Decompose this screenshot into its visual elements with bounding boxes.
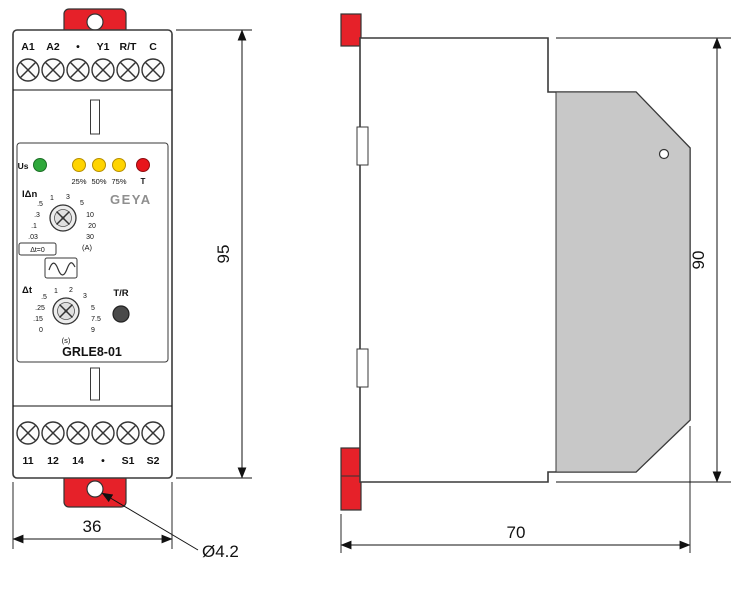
terminal-label: 12 (47, 455, 59, 467)
terminal-label: R/T (120, 41, 138, 53)
time-dial-unit: (s) (62, 336, 71, 345)
dt-zero-label: Δt=0 (30, 247, 45, 254)
bottom-terminal-screws (16, 421, 165, 445)
terminal-label: • (101, 455, 105, 467)
test-reset-label: T/R (113, 288, 128, 299)
dim-side-height-value: 90 (689, 251, 708, 270)
current-dial-scale-value: 1 (50, 195, 54, 202)
time-dial: .5 1 2 3 5 7.5 9 .25 .15 0 (s) (33, 287, 101, 345)
terminal-label: S1 (122, 455, 135, 467)
dim-depth-value: 70 (507, 523, 526, 542)
terminal-screw (66, 58, 90, 82)
dt-zero-box (18, 242, 57, 256)
geya-logo: GEYA (110, 192, 152, 207)
time-dial-scale-value: 2 (69, 287, 73, 294)
dim-width-36: 36 (12, 482, 173, 549)
terminal-screw (41, 421, 65, 445)
percent-led-75 (112, 158, 126, 172)
rail-slot-bottom (356, 348, 369, 388)
terminal-label: Y1 (97, 41, 110, 53)
terminal-label: S2 (147, 455, 160, 467)
terminal-screw (141, 421, 165, 445)
front-dimensions: 95 36 Ø4.2 (12, 29, 252, 561)
us-led-label: Us (18, 161, 29, 171)
tab-hole-top (86, 13, 104, 31)
dim-height-95: 95 (176, 29, 252, 479)
time-dial-scale-value: 0 (39, 327, 43, 334)
percent-led-50 (92, 158, 106, 172)
current-dial-unit: (A) (82, 243, 93, 252)
terminal-screw (16, 58, 40, 82)
model-label: GRLE8-01 (62, 345, 122, 359)
time-dial-scale-value: 3 (83, 293, 87, 300)
terminal-label: A2 (46, 41, 60, 53)
current-dial-scale-value: .03 (28, 234, 38, 241)
terminal-screw (116, 421, 140, 445)
din-clip-bottom (340, 447, 362, 511)
terminal-label: • (76, 41, 80, 53)
time-dial-scale-value: .25 (35, 305, 45, 312)
pivot-hole (658, 148, 670, 160)
dim-width-value: 36 (83, 517, 102, 536)
terminal-screw (66, 421, 90, 445)
tab-hole-bottom (86, 480, 104, 498)
percent-led-25 (72, 158, 86, 172)
terminal-label: 11 (22, 455, 33, 467)
time-dial-scale-value: .15 (33, 316, 43, 323)
dim-height-value: 95 (214, 245, 233, 264)
terminal-label: C (149, 41, 157, 53)
current-dial-scale-value: 10 (86, 212, 94, 219)
test-reset-button (112, 305, 130, 323)
hole-callout: Ø4.2 (101, 492, 239, 561)
current-dial-scale-value: .5 (37, 201, 43, 208)
time-dial-scale-value: 5 (91, 305, 95, 312)
time-dial-scale-value: 9 (91, 327, 95, 334)
current-dial-scale-value: 30 (86, 234, 94, 241)
dim-depth-70: 70 (340, 426, 691, 553)
hole-diameter-value: Ø4.2 (202, 542, 239, 561)
seal-slot-top (90, 99, 100, 135)
time-dial-scale-value: .5 (41, 294, 47, 301)
front-view: A1 A2 • Y1 R/T C Us 25% (12, 8, 173, 508)
trip-led (136, 158, 150, 172)
current-dial-scale-value: 3 (66, 194, 70, 201)
current-dial-scale-value: 20 (88, 223, 96, 230)
current-dial-scale-value: .3 (34, 212, 40, 219)
terminal-screw (91, 421, 115, 445)
percent-label: 25% (71, 177, 86, 186)
bottom-terminal-labels: 11 12 14 • S1 S2 (22, 455, 159, 467)
led-row: Us 25% 50% 75% T (18, 158, 150, 186)
terminal-label: 14 (72, 455, 84, 467)
trip-led-label: T (141, 177, 146, 186)
terminal-screw (91, 58, 115, 82)
terminal-screw (41, 58, 65, 82)
din-clip-top (340, 13, 362, 47)
time-dial-scale-value: 1 (54, 288, 58, 295)
top-terminal-labels: A1 A2 • Y1 R/T C (21, 41, 157, 53)
seal-slot-bottom (90, 367, 100, 401)
side-dimensions: 90 70 (340, 37, 731, 553)
side-view (340, 13, 691, 511)
dim-height-90: 90 (556, 37, 731, 483)
terminal-label: A1 (21, 41, 35, 53)
terminal-screw (16, 421, 40, 445)
terminal-screw (141, 58, 165, 82)
top-terminal-screws (16, 58, 165, 82)
current-dial-scale-value: 5 (80, 200, 84, 207)
front-cover (555, 91, 691, 473)
waveform-icon (44, 257, 78, 279)
terminal-screw (116, 58, 140, 82)
current-dial-scale-value: .1 (31, 223, 37, 230)
percent-label: 75% (111, 177, 126, 186)
percent-label: 50% (91, 177, 106, 186)
time-dial-scale-value: 7.5 (91, 316, 101, 323)
current-dial-label: IΔn (22, 189, 37, 200)
current-dial: .5 1 3 5 10 20 30 .3 .1 .03 Δt=0 (A) (18, 194, 96, 256)
time-dial-label: Δt (22, 285, 33, 296)
us-led (33, 158, 47, 172)
rail-slot-top (356, 126, 369, 166)
